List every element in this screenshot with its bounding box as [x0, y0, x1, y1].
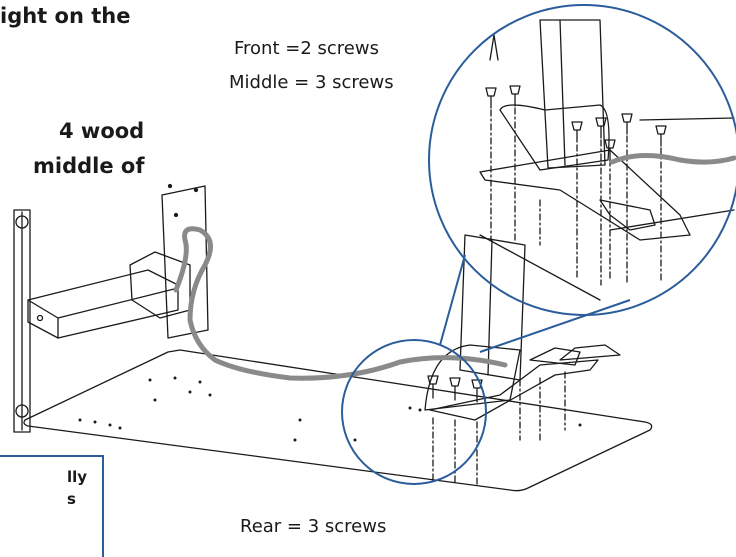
instruction-heading-line-1: ight on the	[0, 4, 131, 28]
left-upright-rail	[13, 209, 31, 433]
zoom-detail	[479, 19, 735, 301]
note-line-2: s	[67, 490, 76, 508]
front-screws-label: Front =2 screws	[234, 38, 379, 59]
cable	[173, 226, 508, 381]
plate-holes	[78, 376, 582, 442]
middle-screws	[571, 113, 667, 161]
instruction-heading-line-3: middle of	[33, 154, 145, 178]
assembly-illustration	[13, 4, 736, 492]
instruction-heading-line-2: 4 wood	[59, 119, 145, 143]
arm-bracket	[27, 183, 209, 339]
note-line-1: lly	[67, 468, 88, 486]
note-box	[0, 455, 104, 557]
rear-screws-label: Rear = 3 screws	[240, 516, 387, 537]
base-plate	[23, 349, 653, 492]
base-callout-circle	[341, 339, 487, 485]
front-screws	[485, 85, 521, 109]
middle-screws-label: Middle = 3 screws	[229, 72, 394, 93]
